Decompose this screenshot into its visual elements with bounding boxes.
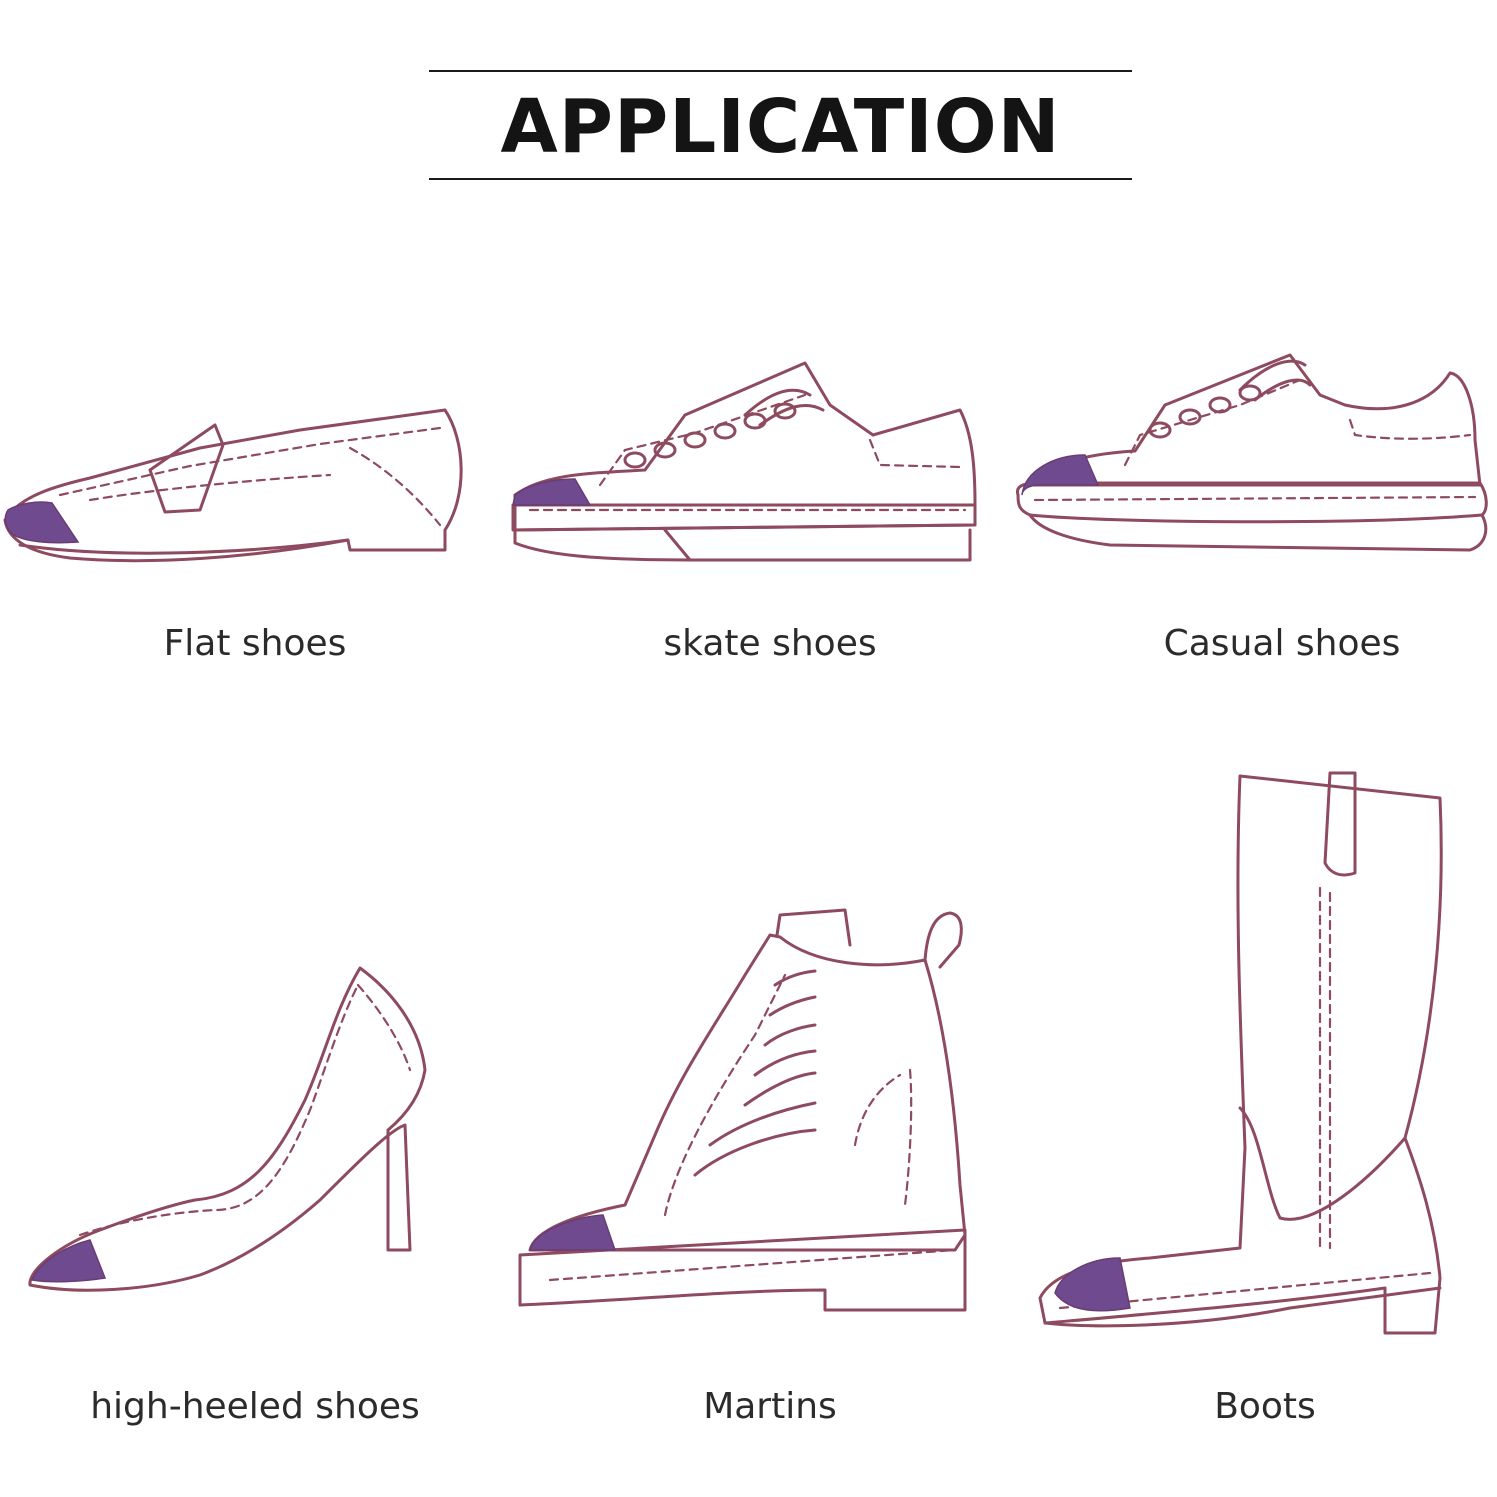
martins-label: Martins [703,1386,837,1427]
high-heeled-shoes-label: high-heeled shoes [90,1386,420,1427]
flat-shoes-label: Flat shoes [163,623,347,664]
martin-boot-icon [518,908,967,1312]
flat-shoe-icon [3,408,463,563]
boots-label: Boots [1214,1386,1316,1427]
skate-shoes-label: skate shoes [663,623,877,664]
casual-shoes-label: Casual shoes [1163,623,1401,664]
page-title: APPLICATION [500,84,1061,170]
title-bottom-rule [429,178,1132,180]
title-top-rule [429,70,1132,72]
tall-boot-icon [1038,771,1443,1335]
high-heel-icon [28,966,427,1292]
casual-shoe-icon [1015,353,1488,552]
skate-shoe-icon [511,361,977,562]
